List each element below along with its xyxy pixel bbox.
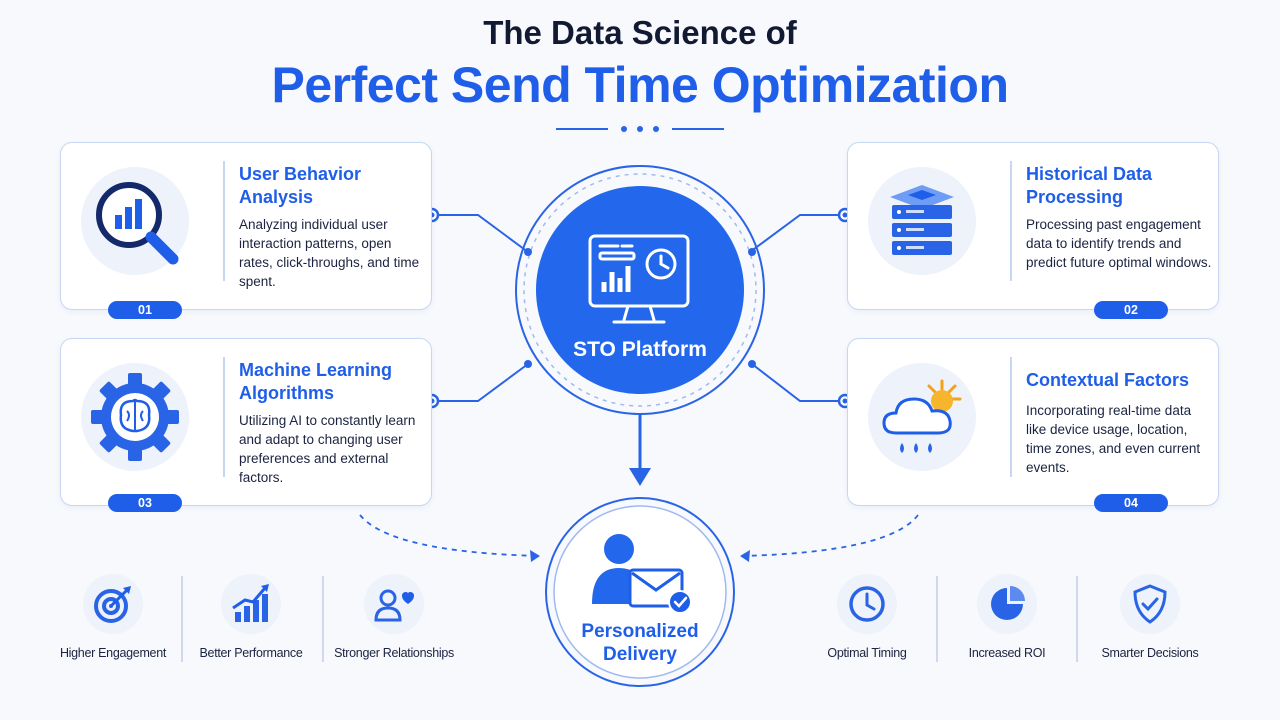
benefit-label: Smarter Decisions: [1101, 646, 1199, 660]
card-number-badge: 01: [108, 301, 182, 319]
connector-02: [749, 214, 845, 253]
connector-04: [751, 363, 845, 402]
magnifier-chart-icon: [81, 167, 189, 275]
hub-label: STO Platform: [573, 338, 707, 361]
benefit-label: Increased ROI: [968, 646, 1046, 660]
card-user-behavior: User Behavior Analysis Analyzing individ…: [60, 142, 432, 310]
person-heart-icon: [364, 574, 424, 634]
hub-circle: [536, 186, 744, 394]
card-number-badge: 04: [1094, 494, 1168, 512]
dashed-connector-right: [741, 514, 919, 557]
benefit-label: Better Performance: [199, 646, 303, 660]
gear-brain-icon: [81, 363, 189, 471]
benefit-stronger-relationships: Stronger Relationships: [324, 570, 464, 670]
shield-check-icon: [1120, 574, 1180, 634]
server-stack-icon: [868, 167, 976, 275]
card-title: Machine Learning Algorithms: [239, 360, 393, 403]
title-divider-left: [556, 128, 608, 130]
card-description: Utilizing AI to constantly learn and ada…: [239, 413, 416, 485]
connector-03: [432, 363, 529, 402]
arrow-down-icon: [629, 468, 651, 486]
delivery-outer-ring: [545, 497, 735, 687]
card-historical-data: Historical Data Processing Processing pa…: [847, 142, 1219, 310]
pie-chart-icon: [977, 574, 1037, 634]
benefit-label: Higher Engagement: [59, 646, 167, 660]
card-title: User Behavior Analysis: [239, 164, 362, 207]
benefit-higher-engagement: Higher Engagement: [43, 570, 183, 670]
title-line-1: The Data Science of: [483, 14, 797, 51]
benefit-better-performance: Better Performance: [181, 570, 321, 670]
benefit-smarter-decisions: Smarter Decisions: [1080, 570, 1220, 670]
card-contextual-factors: Contextual Factors Incorporating real-ti…: [847, 338, 1219, 506]
delivery-label: Personalized Delivery: [581, 621, 699, 665]
card-description: Processing past engagement data to ident…: [1026, 217, 1212, 270]
dashed-connector-left: [359, 514, 541, 557]
monitor-dashboard-icon: [588, 234, 690, 324]
title-divider-right: [672, 128, 724, 130]
person-email-icon: [592, 534, 692, 614]
benefit-increased-roi: Increased ROI: [937, 570, 1077, 670]
clock-icon: [837, 574, 897, 634]
benefit-optimal-timing: Optimal Timing: [797, 570, 937, 670]
card-machine-learning: Machine Learning Algorithms Utilizing AI…: [60, 338, 432, 506]
benefit-label: Stronger Relationships: [334, 646, 454, 660]
card-title: Contextual Factors: [1026, 370, 1190, 390]
card-number-badge: 03: [108, 494, 182, 512]
card-title: Historical Data Processing: [1026, 164, 1153, 207]
card-description: Analyzing individual user interaction pa…: [239, 217, 420, 289]
card-description: Incorporating real-time data like device…: [1026, 403, 1201, 475]
connector-01: [432, 214, 529, 253]
target-icon: [83, 574, 143, 634]
card-number-badge: 02: [1094, 301, 1168, 319]
weather-cloud-icon: [868, 363, 976, 471]
title-line-2: Perfect Send Time Optimization: [271, 57, 1009, 113]
growth-chart-icon: [221, 574, 281, 634]
benefit-label: Optimal Timing: [827, 646, 907, 660]
